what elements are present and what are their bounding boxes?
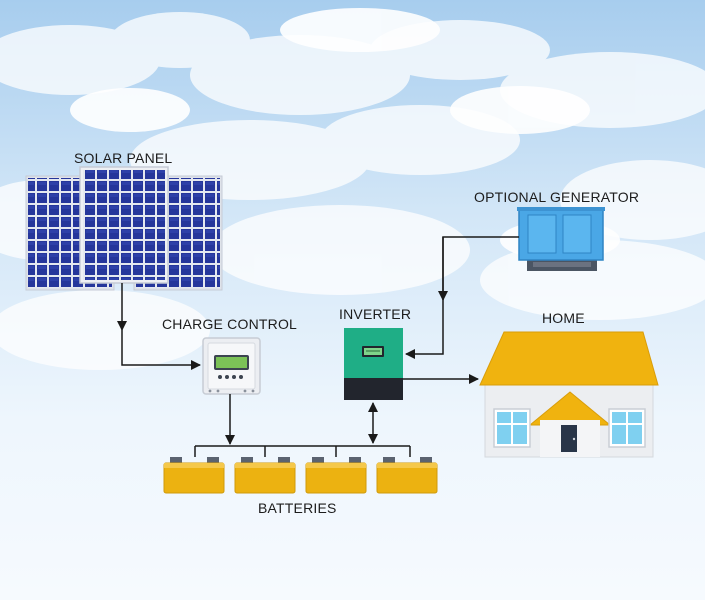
solar-panel-center xyxy=(79,166,169,284)
wire-solar-to-controller xyxy=(121,330,201,370)
inverter-label: INVERTER xyxy=(339,306,412,322)
home-label: HOME xyxy=(542,310,585,326)
battery-bank xyxy=(163,457,438,494)
optional-generator-label: OPTIONAL GENERATOR xyxy=(474,189,640,205)
battery-3 xyxy=(305,457,367,494)
optional-generator xyxy=(517,207,605,271)
batteries-label: BATTERIES xyxy=(258,500,337,516)
charge-controller xyxy=(202,337,261,395)
charge-control-label: CHARGE CONTROL xyxy=(162,316,298,332)
battery-1 xyxy=(163,457,225,494)
inverter xyxy=(344,328,403,400)
wiring xyxy=(117,236,519,457)
solar-panel-label: SOLAR PANEL xyxy=(74,150,173,166)
home-window-left xyxy=(493,408,531,448)
battery-4 xyxy=(376,457,438,494)
home-window-right xyxy=(608,408,646,448)
battery-2 xyxy=(234,457,296,494)
home xyxy=(479,331,659,458)
solar-panel-group xyxy=(25,166,223,291)
